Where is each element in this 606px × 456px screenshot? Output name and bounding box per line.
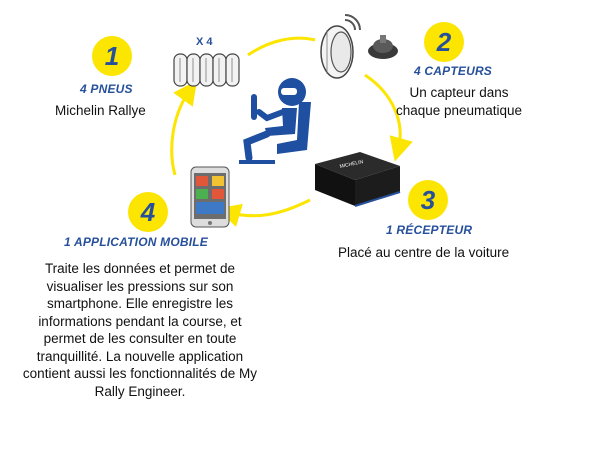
step-1-description: Michelin Rallye [55,103,146,118]
step-3-description: Placé au centre de la voiture [338,245,510,260]
arrow-4-to-1 [170,80,198,176]
step-2-description-line-2: chaque pneumatique [395,102,523,118]
step-4-line-6: tranquillité. La nouvelle application [36,348,244,364]
arrow-2-to-3 [364,73,413,162]
receiver-box-icon: MICHELIN [315,152,401,207]
step-4-line-2: visualiser les pressions sur son [46,278,234,294]
step-3-title: 1 RÉCEPTEUR [386,223,473,237]
step-4-line-1: Traite les données et permet de [44,261,236,276]
step-1-title: 4 PNEUS [80,82,133,96]
step-4-line-7: contient aussi les fonctionnalités de My [22,366,258,381]
step-2-number: 2 [424,22,464,62]
tire-sensor-icon [320,14,361,79]
tires-multiplier: X 4 [196,36,213,48]
step-4-line-3: smartphone. Elle enregistre les [46,296,234,311]
step-4-line-4: informations pendant la course, et [38,313,242,329]
smartphone-icon [190,166,230,228]
arrow-1-to-2 [247,36,316,57]
step-4-title: 1 APPLICATION MOBILE [64,235,209,249]
arrow-3-to-4 [216,198,311,227]
step-4-line-5: permet de les consulter en toute [43,331,237,346]
step-4-line-8: Rally Engineer. [94,383,186,399]
step-2-description: Un capteur dans chaque pneumatique [384,84,534,119]
driver-icon [239,78,311,164]
step-2-title: 4 CAPTEURS [414,64,493,78]
svg-text:MICHELIN: MICHELIN [339,159,364,170]
tire-stack-icon [173,53,240,87]
step-2-description-line-1: Un capteur dans [409,85,509,100]
step-4-number: 4 [128,192,168,232]
sensor-valve-icon [368,35,398,59]
step-1-number: 1 [92,36,132,76]
step-4-description: Traite les données et permet de visualis… [4,260,276,400]
step-3-number: 3 [408,180,448,220]
